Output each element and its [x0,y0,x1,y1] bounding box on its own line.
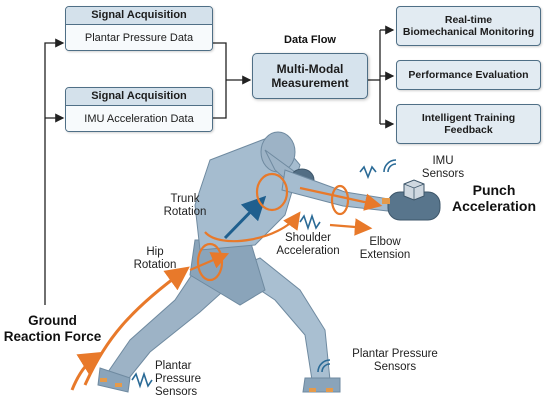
ground-force-arrow-2 [70,351,104,391]
plantar-sensor-right-2 [326,388,333,392]
output-box-monitoring: Real-time Biomechanical Monitoring [396,6,541,46]
arm-extension-arrow [299,186,383,211]
acquisition-header: Signal Acquisition [66,7,212,25]
output-line-1: Intelligent Training [421,112,516,124]
plantar-sensor-right-1 [309,388,316,392]
signal-wave-icon [299,213,321,231]
output-box-evaluation: Performance Evaluation [396,60,541,90]
shoulder-rotation-loop [255,172,289,212]
plantar-sensor-left-2 [115,383,122,387]
wireless-icon [383,159,397,173]
elbow-rotation-loop [330,184,350,216]
acquisition-body: Plantar Pressure Data [66,25,212,50]
wireless-icon [317,359,331,373]
center-line-1: Multi-Modal [276,62,344,76]
signal-wave-icon [131,371,153,389]
hip-rotation-label: Hip Rotation [133,246,177,271]
hip-arrow [189,252,230,272]
wrist-sensor [382,198,390,204]
output-line-1: Performance Evaluation [408,69,529,81]
acquisition-box-imu: Signal Acquisition IMU Acceleration Data [65,87,213,132]
multimodal-measurement-box: Multi-Modal Measurement [252,53,368,99]
trunk-force-arrow [223,195,267,240]
ground-reaction-force-label: Ground Reaction Force [3,313,102,344]
plantar-sensor-left-1 [100,378,107,382]
acquisition-box-plantar: Signal Acquisition Plantar Pressure Data [65,6,213,51]
plantar-pressure-right-label: Plantar Pressure Sensors [352,348,438,373]
output-box-feedback: Intelligent Training Feedback [396,104,541,144]
elbow-extension-label: Elbow Extension [359,236,411,261]
data-flow-label: Data Flow [284,34,336,46]
shoulder-acceleration-label: Shoulder Acceleration [276,232,340,257]
acquisition-header: Signal Acquisition [66,88,212,106]
front-foot [302,377,341,393]
plantar-pressure-left-label: Plantar Pressure Sensors [155,360,202,398]
center-line-2: Measurement [271,76,349,90]
trunk-rotation-loop [204,211,301,243]
acquisition-body: IMU Acceleration Data [66,106,212,131]
elbow-extension-arrow [329,218,373,236]
feed-line [44,38,65,305]
output-line-1: Real-time [444,14,493,26]
output-line-2: Biomechanical Monitoring [402,26,535,38]
lead-arm [281,169,398,213]
trunk-rotation-label: Trunk Rotation [163,193,207,218]
punch-acceleration-label: Punch Acceleration [451,182,537,214]
signal-wave-icon [359,165,377,180]
output-line-2: Feedback [444,124,493,136]
imu-sensors-label: IMU Sensors [421,155,465,180]
